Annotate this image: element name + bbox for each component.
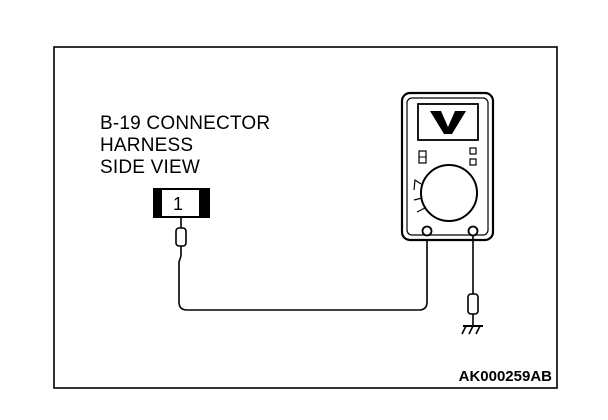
multimeter [400,91,495,242]
com-jack [421,225,433,237]
range-mark-right-top [469,147,477,155]
range-mark-right-bottom [469,158,477,166]
ground-lead [467,236,479,326]
ground-symbol-icon [461,325,483,335]
connector-title-line1: B-19 CONNECTOR [100,113,270,134]
connector-title-line2: HARNESS [100,135,193,156]
meter-display [417,103,479,141]
connector-title-line3: SIDE VIEW [100,157,200,178]
reference-code: AK000259AB [459,368,553,385]
connector-probe [175,217,187,256]
diagram-frame [53,46,558,389]
connector-pin-number: 1 [173,194,183,214]
voltage-v-icon [430,111,466,134]
volt-jack [467,225,479,237]
test-lead-wire [178,236,428,311]
connector-b19: 1 [153,188,210,218]
selector-dial [420,164,478,222]
